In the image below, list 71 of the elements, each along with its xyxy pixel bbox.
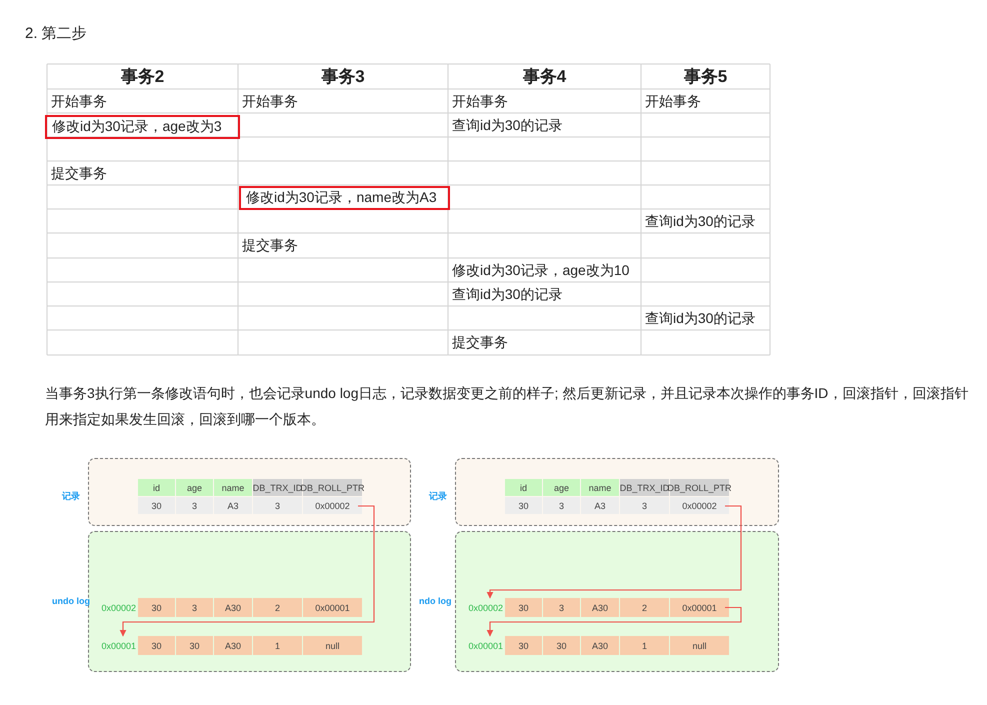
table-cell: A3 (214, 497, 252, 514)
column-header: DB_TRX_ID (620, 479, 669, 496)
table-cell: 3 (620, 497, 669, 514)
table-cell: A30 (214, 598, 252, 617)
table-cell: 3 (253, 497, 302, 514)
paragraph: 当事务3执行第一条修改语句时，也会记录undo log日志，记录数据变更之前的样子; 然后更新记录，并且记录本次操作的事务ID，回滚指针，回滚指针用来指定如果发生回滚，回滚到哪一个版本。 (45, 384, 970, 429)
section-label: 记录 (62, 490, 80, 503)
table-cell: 30 (138, 636, 175, 655)
table-cell: 30 (138, 598, 175, 617)
table-cell: 0x00002 (670, 497, 729, 514)
table-cell: 30 (505, 636, 542, 655)
address-label: 0x00002 (471, 602, 503, 614)
arrow (120, 505, 375, 637)
arrow (486, 606, 742, 637)
table-cell-text: 开始事务 (645, 92, 701, 111)
table-cell-text: 修改id为30记录，age改为10 (452, 261, 630, 280)
column-header: 事务5 (682, 66, 728, 88)
table-cell-text: 查询id为30的记录 (645, 309, 756, 328)
column-header: DB_TRX_ID (253, 479, 302, 496)
table-cell-text: 开始事务 (452, 92, 508, 111)
column-header: DB_ROLL_PTR (670, 479, 729, 496)
section-label: ndo log (419, 596, 452, 606)
table-cell: 30 (543, 636, 580, 655)
table-cell: 3 (543, 497, 580, 514)
table-cell-text: 开始事务 (242, 92, 298, 111)
table-cell: 1 (253, 636, 302, 655)
table-cell-text: 提交事务 (51, 164, 107, 183)
table-cell: 0x00001 (670, 598, 729, 617)
highlight-box: 修改id为30记录，name改为A3 (239, 186, 450, 210)
column-header: id (505, 479, 542, 496)
table-cell: 0x00002 (303, 497, 362, 514)
column-header: age (176, 479, 213, 496)
section-label: 记录 (429, 490, 447, 503)
column-header: name (214, 479, 252, 496)
table-cell: 30 (176, 636, 213, 655)
table-cell: null (670, 636, 729, 655)
column-header: DB_ROLL_PTR (303, 479, 362, 496)
address-label: 0x00001 (471, 640, 503, 652)
table-cell-text: 开始事务 (51, 92, 107, 111)
column-header: id (138, 479, 175, 496)
section-label: undo log (52, 596, 90, 606)
table-cell: 30 (505, 497, 542, 514)
table-cell: null (303, 636, 362, 655)
table-cell-text: 查询id为30的记录 (452, 116, 562, 135)
address-label: 0x00002 (104, 602, 136, 614)
table-cell: 3 (176, 598, 213, 617)
table-cell-text: 查询id为30的记录 (452, 285, 562, 304)
address-label: 0x00001 (104, 640, 136, 652)
table-cell: 2 (253, 598, 302, 617)
highlight-box: 修改id为30记录，age改为3 (45, 115, 240, 139)
arrow (486, 505, 742, 599)
table-cell: A30 (581, 636, 619, 655)
column-header: 事务3 (320, 66, 366, 88)
column-header: age (543, 479, 580, 496)
table-cell: 30 (505, 598, 542, 617)
table-cell: A3 (581, 497, 619, 514)
column-header: 事务2 (120, 66, 166, 88)
heading: 2. 第二步 (25, 24, 87, 43)
table-cell: 1 (620, 636, 669, 655)
table-cell: 3 (176, 497, 213, 514)
table-cell-text: 提交事务 (452, 333, 508, 352)
table-cell: 30 (138, 497, 175, 514)
table-cell: 3 (543, 598, 580, 617)
column-header: name (581, 479, 619, 496)
table-cell: 0x00001 (303, 598, 362, 617)
table-cell: 2 (620, 598, 669, 617)
table-cell-text: 查询id为30的记录 (645, 212, 756, 231)
column-header: 事务4 (522, 66, 568, 88)
table-cell: A30 (214, 636, 252, 655)
table-cell-text: 提交事务 (242, 236, 298, 255)
table-cell: A30 (581, 598, 619, 617)
